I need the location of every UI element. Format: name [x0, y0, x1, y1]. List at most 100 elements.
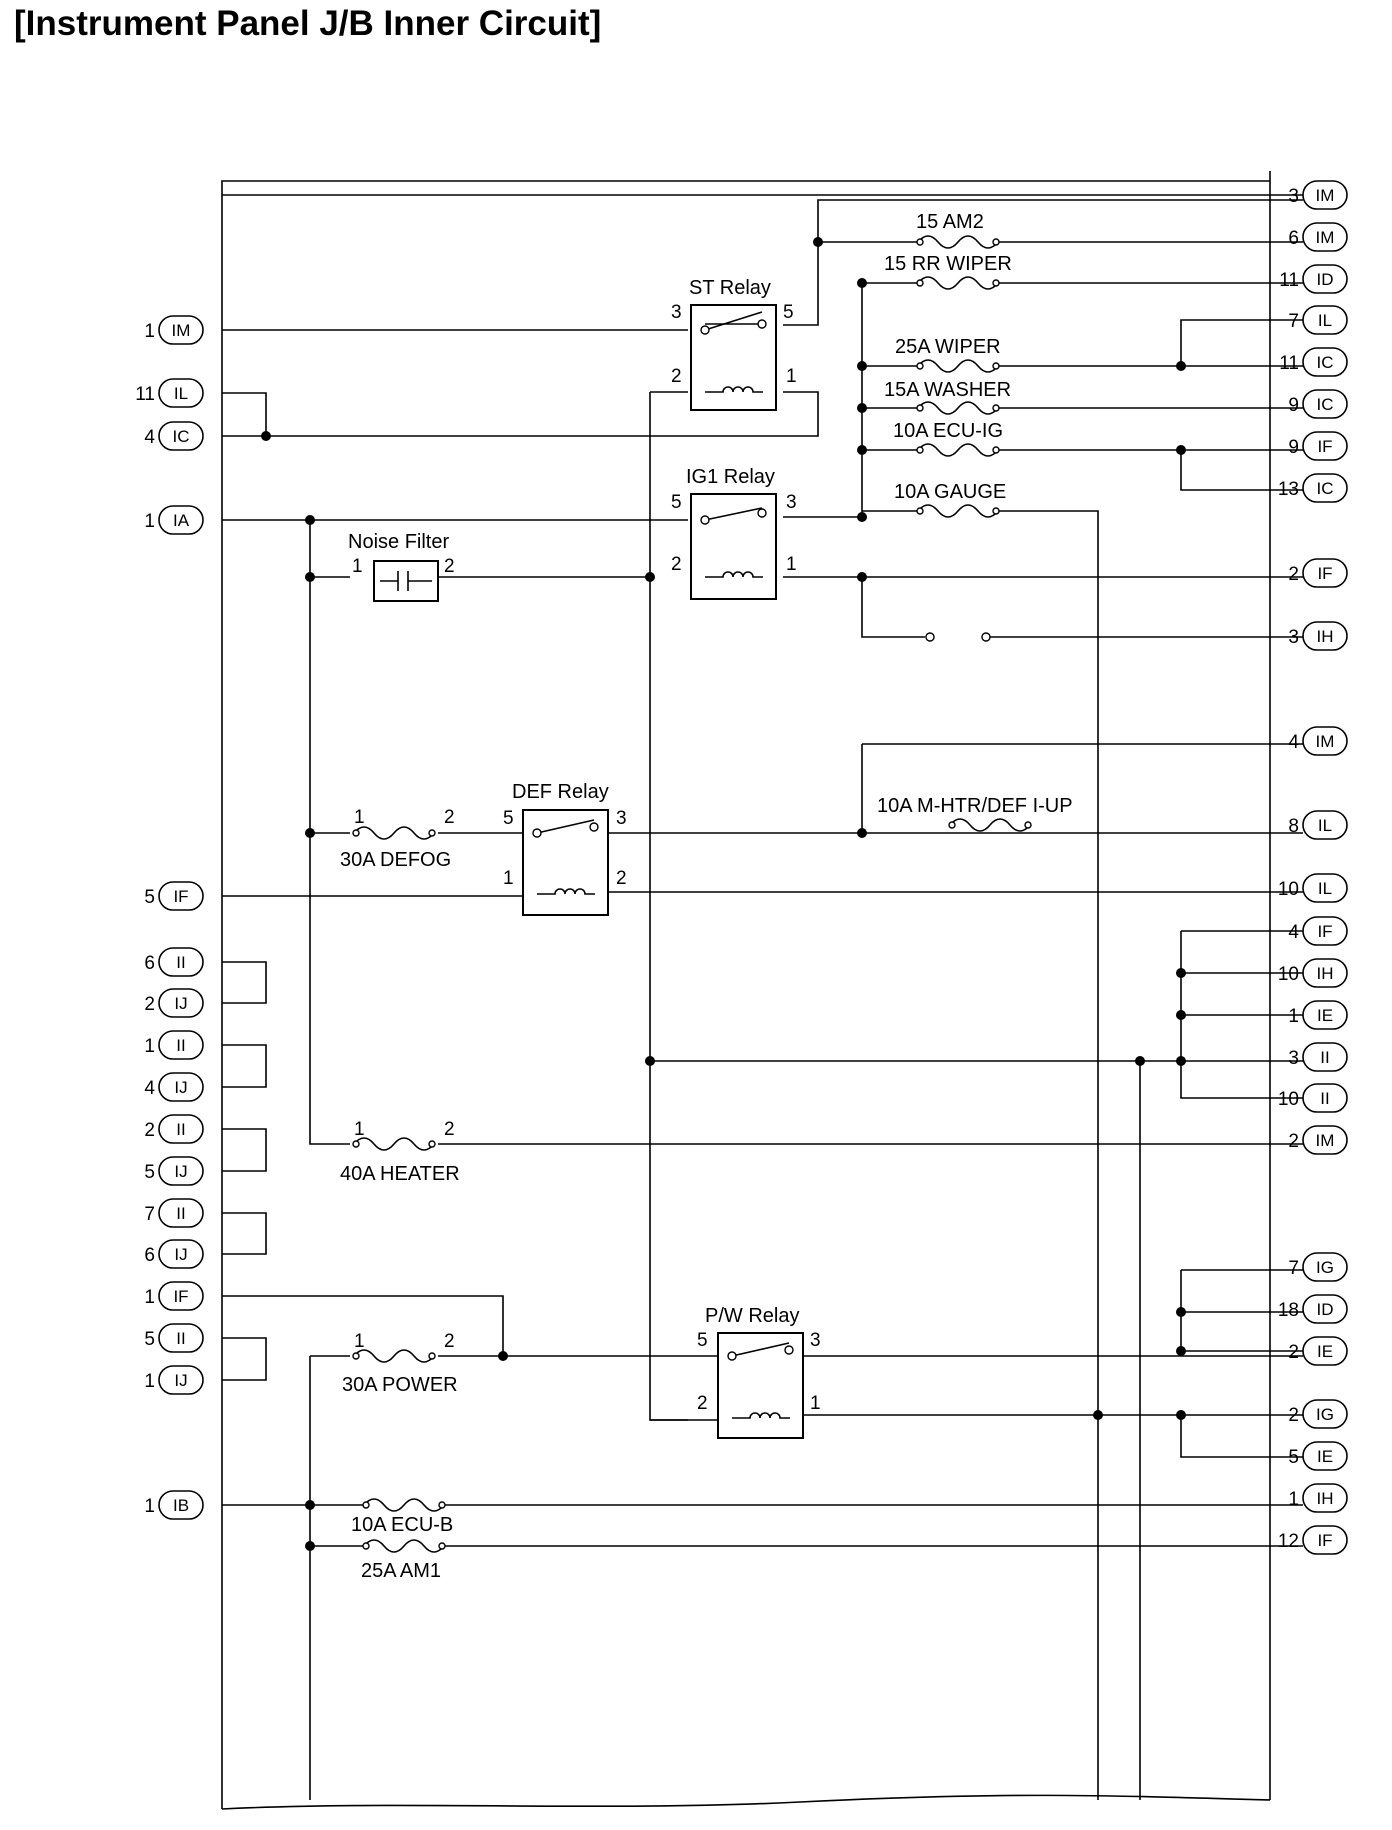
connector-pin-number: 2	[1288, 564, 1299, 585]
connector-pin-number: 2	[144, 1120, 155, 1141]
connector-tag: IC9	[1288, 389, 1348, 419]
connector-id: IL	[1318, 816, 1332, 835]
noise-filter	[373, 560, 439, 602]
connector-oval	[158, 988, 204, 1018]
ig1-relay-label: IG1 Relay	[686, 466, 775, 488]
connector-oval	[1302, 1483, 1348, 1513]
connector-oval	[158, 1030, 204, 1060]
connector-id: IF	[173, 1287, 188, 1306]
connector-tag: IJ 4	[144, 1072, 204, 1102]
connector-tag: IE1	[1288, 1000, 1348, 1030]
pin-number: 1	[354, 807, 365, 828]
connector-tag: IE5	[1288, 1441, 1348, 1471]
connector-id: IF	[1317, 1531, 1332, 1550]
connector-oval	[1302, 347, 1348, 377]
connector-pin-number: 9	[1288, 437, 1299, 458]
connector-tag: II3	[1288, 1042, 1348, 1072]
connector-id: IE	[1317, 1006, 1333, 1025]
connector-oval	[1302, 305, 1348, 335]
connector-id: IF	[1317, 922, 1332, 941]
pw-relay	[717, 1332, 804, 1439]
connector-oval	[1302, 473, 1348, 503]
connector-pin-number: 1	[144, 1371, 155, 1392]
connector-id: IG	[1316, 1405, 1334, 1424]
connector-oval	[1302, 1294, 1348, 1324]
connector-oval	[1302, 1125, 1348, 1155]
connector-tag: II5	[144, 1323, 204, 1353]
left-connectors: IM1IL11IC4IA1IF5II6IJ2II1IJ4II2IJ5II7IJ6…	[135, 315, 204, 1520]
connector-pin-number: 1	[144, 511, 155, 532]
connector-pin-number: 9	[1288, 395, 1299, 416]
fuse-labels: 15 AM2 15 RR WIPER 25A WIPER 15A WASHER …	[340, 211, 1073, 1582]
pin-number: 3	[616, 808, 627, 829]
fuse-rr-wiper-label: 15 RR WIPER	[884, 253, 1012, 275]
page-title: [Instrument Panel J/B Inner Circuit]	[14, 4, 602, 43]
connector-pin-number: 6	[1288, 228, 1299, 249]
connector-oval	[158, 1365, 204, 1395]
connector-pin-number: 3	[1288, 186, 1299, 207]
connector-oval	[1302, 1042, 1348, 1072]
connector-oval	[1302, 1399, 1348, 1429]
connector-oval	[158, 378, 204, 408]
connector-id: IM	[1316, 228, 1335, 247]
connector-oval	[158, 421, 204, 451]
connector-id: ID	[1317, 270, 1334, 289]
connector-id: IL	[1318, 879, 1332, 898]
connector-id: IL	[1318, 311, 1332, 330]
connector-id: IA	[173, 511, 190, 530]
connector-oval	[1302, 1525, 1348, 1555]
wiring	[222, 194, 1303, 1800]
connector-tag: IC4	[144, 421, 204, 451]
connector-id: IF	[173, 887, 188, 906]
connector-tag: II6	[144, 947, 204, 977]
connector-pin-number: 6	[144, 1245, 155, 1266]
connector-pin-number: 5	[144, 887, 155, 908]
pin-number: 2	[616, 868, 627, 889]
connector-id: IM	[1316, 186, 1335, 205]
ig1-relay	[690, 493, 777, 600]
pin-number: 2	[697, 1393, 708, 1414]
connector-tag: IB 1	[144, 1490, 204, 1520]
connector-pin-number: 3	[1288, 627, 1299, 648]
fuse-ecu-ig-label: 10A ECU-IG	[893, 420, 1003, 442]
connector-tag: IF1	[144, 1281, 204, 1311]
def-relay	[522, 809, 609, 916]
connector-tag: IM 6	[1288, 222, 1348, 252]
connector-oval	[1302, 389, 1348, 419]
connector-pin-number: 10	[1278, 879, 1299, 900]
connector-oval	[158, 315, 204, 345]
connector-tag: IF9	[1288, 431, 1348, 461]
connector-pin-number: 1	[144, 1496, 155, 1517]
connector-pin-number: 13	[1278, 479, 1299, 500]
connector-pin-number: 4	[144, 1078, 155, 1099]
connector-oval	[1302, 916, 1348, 946]
pin-number: 1	[786, 366, 797, 387]
connector-id: IJ	[174, 1078, 187, 1097]
connector-tag: IJ2	[144, 988, 204, 1018]
connector-pin-number: 1	[144, 321, 155, 342]
fuse-ecu-b-label: 10A ECU-B	[351, 1514, 453, 1536]
connector-id: II	[176, 1036, 185, 1055]
connector-pin-number: 11	[135, 384, 155, 405]
fuse-heater-label: 40A HEATER	[340, 1163, 460, 1185]
connector-id: IB	[173, 1496, 189, 1515]
pin-number: 5	[783, 302, 794, 323]
connector-oval	[158, 881, 204, 911]
pin-number: 1	[352, 556, 363, 577]
fuse-power-label: 30A POWER	[342, 1374, 458, 1396]
pin-number: 3	[671, 302, 682, 323]
connector-pin-number: 7	[144, 1204, 155, 1225]
pin-number: 1	[503, 868, 514, 889]
connector-tag: IM1	[144, 315, 204, 345]
connector-pin-number: 5	[1288, 1447, 1299, 1468]
connector-oval	[158, 1239, 204, 1269]
connector-id: II	[176, 953, 185, 972]
connector-oval	[158, 1281, 204, 1311]
connector-id: II	[1320, 1089, 1329, 1108]
connector-pin-number: 1	[1288, 1489, 1299, 1510]
fuse-defog-label: 30A DEFOG	[340, 849, 451, 871]
fuse-symbols	[352, 235, 1032, 1553]
